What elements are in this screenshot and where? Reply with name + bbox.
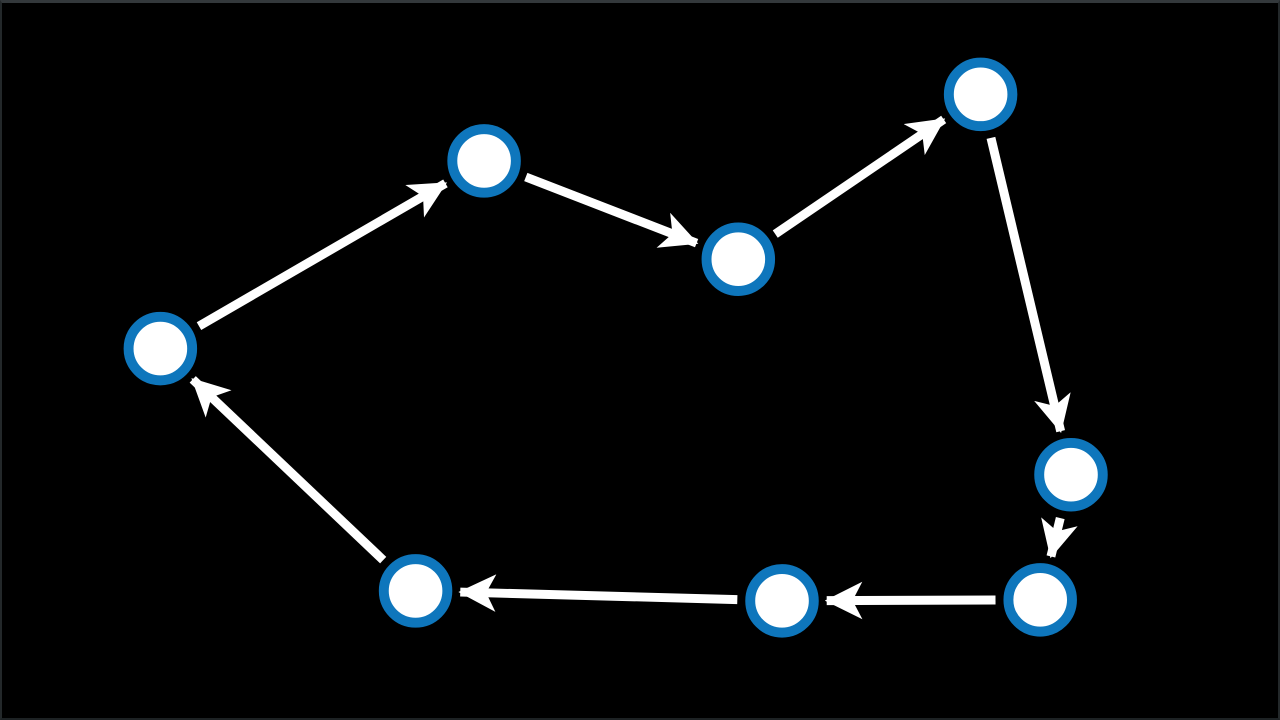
graph-edge-n2-n3 bbox=[524, 172, 699, 248]
graph-edge-n1-n2 bbox=[196, 179, 448, 331]
graph-node-n7 bbox=[745, 564, 819, 638]
graph-svg bbox=[123, 57, 1108, 638]
graph-node-n5 bbox=[1034, 437, 1108, 512]
nodes-layer bbox=[123, 57, 1108, 638]
graph-node-n1 bbox=[123, 311, 198, 386]
graph-edge-n6-n7 bbox=[824, 581, 996, 620]
graph-edge-n3-n4 bbox=[772, 115, 947, 238]
graph-edge-n8-n1 bbox=[189, 376, 387, 564]
graph-edge-n4-n5 bbox=[986, 136, 1071, 434]
graph-edge-n5-n6 bbox=[1041, 517, 1078, 559]
graph-node-n3 bbox=[701, 222, 776, 296]
graph-node-n4 bbox=[943, 57, 1018, 132]
edges-layer bbox=[189, 115, 1078, 620]
graph-node-n6 bbox=[1003, 563, 1077, 637]
graph-node-n8 bbox=[378, 554, 453, 628]
graph-node-n2 bbox=[447, 124, 521, 198]
graph-edge-n7-n8 bbox=[458, 574, 738, 612]
